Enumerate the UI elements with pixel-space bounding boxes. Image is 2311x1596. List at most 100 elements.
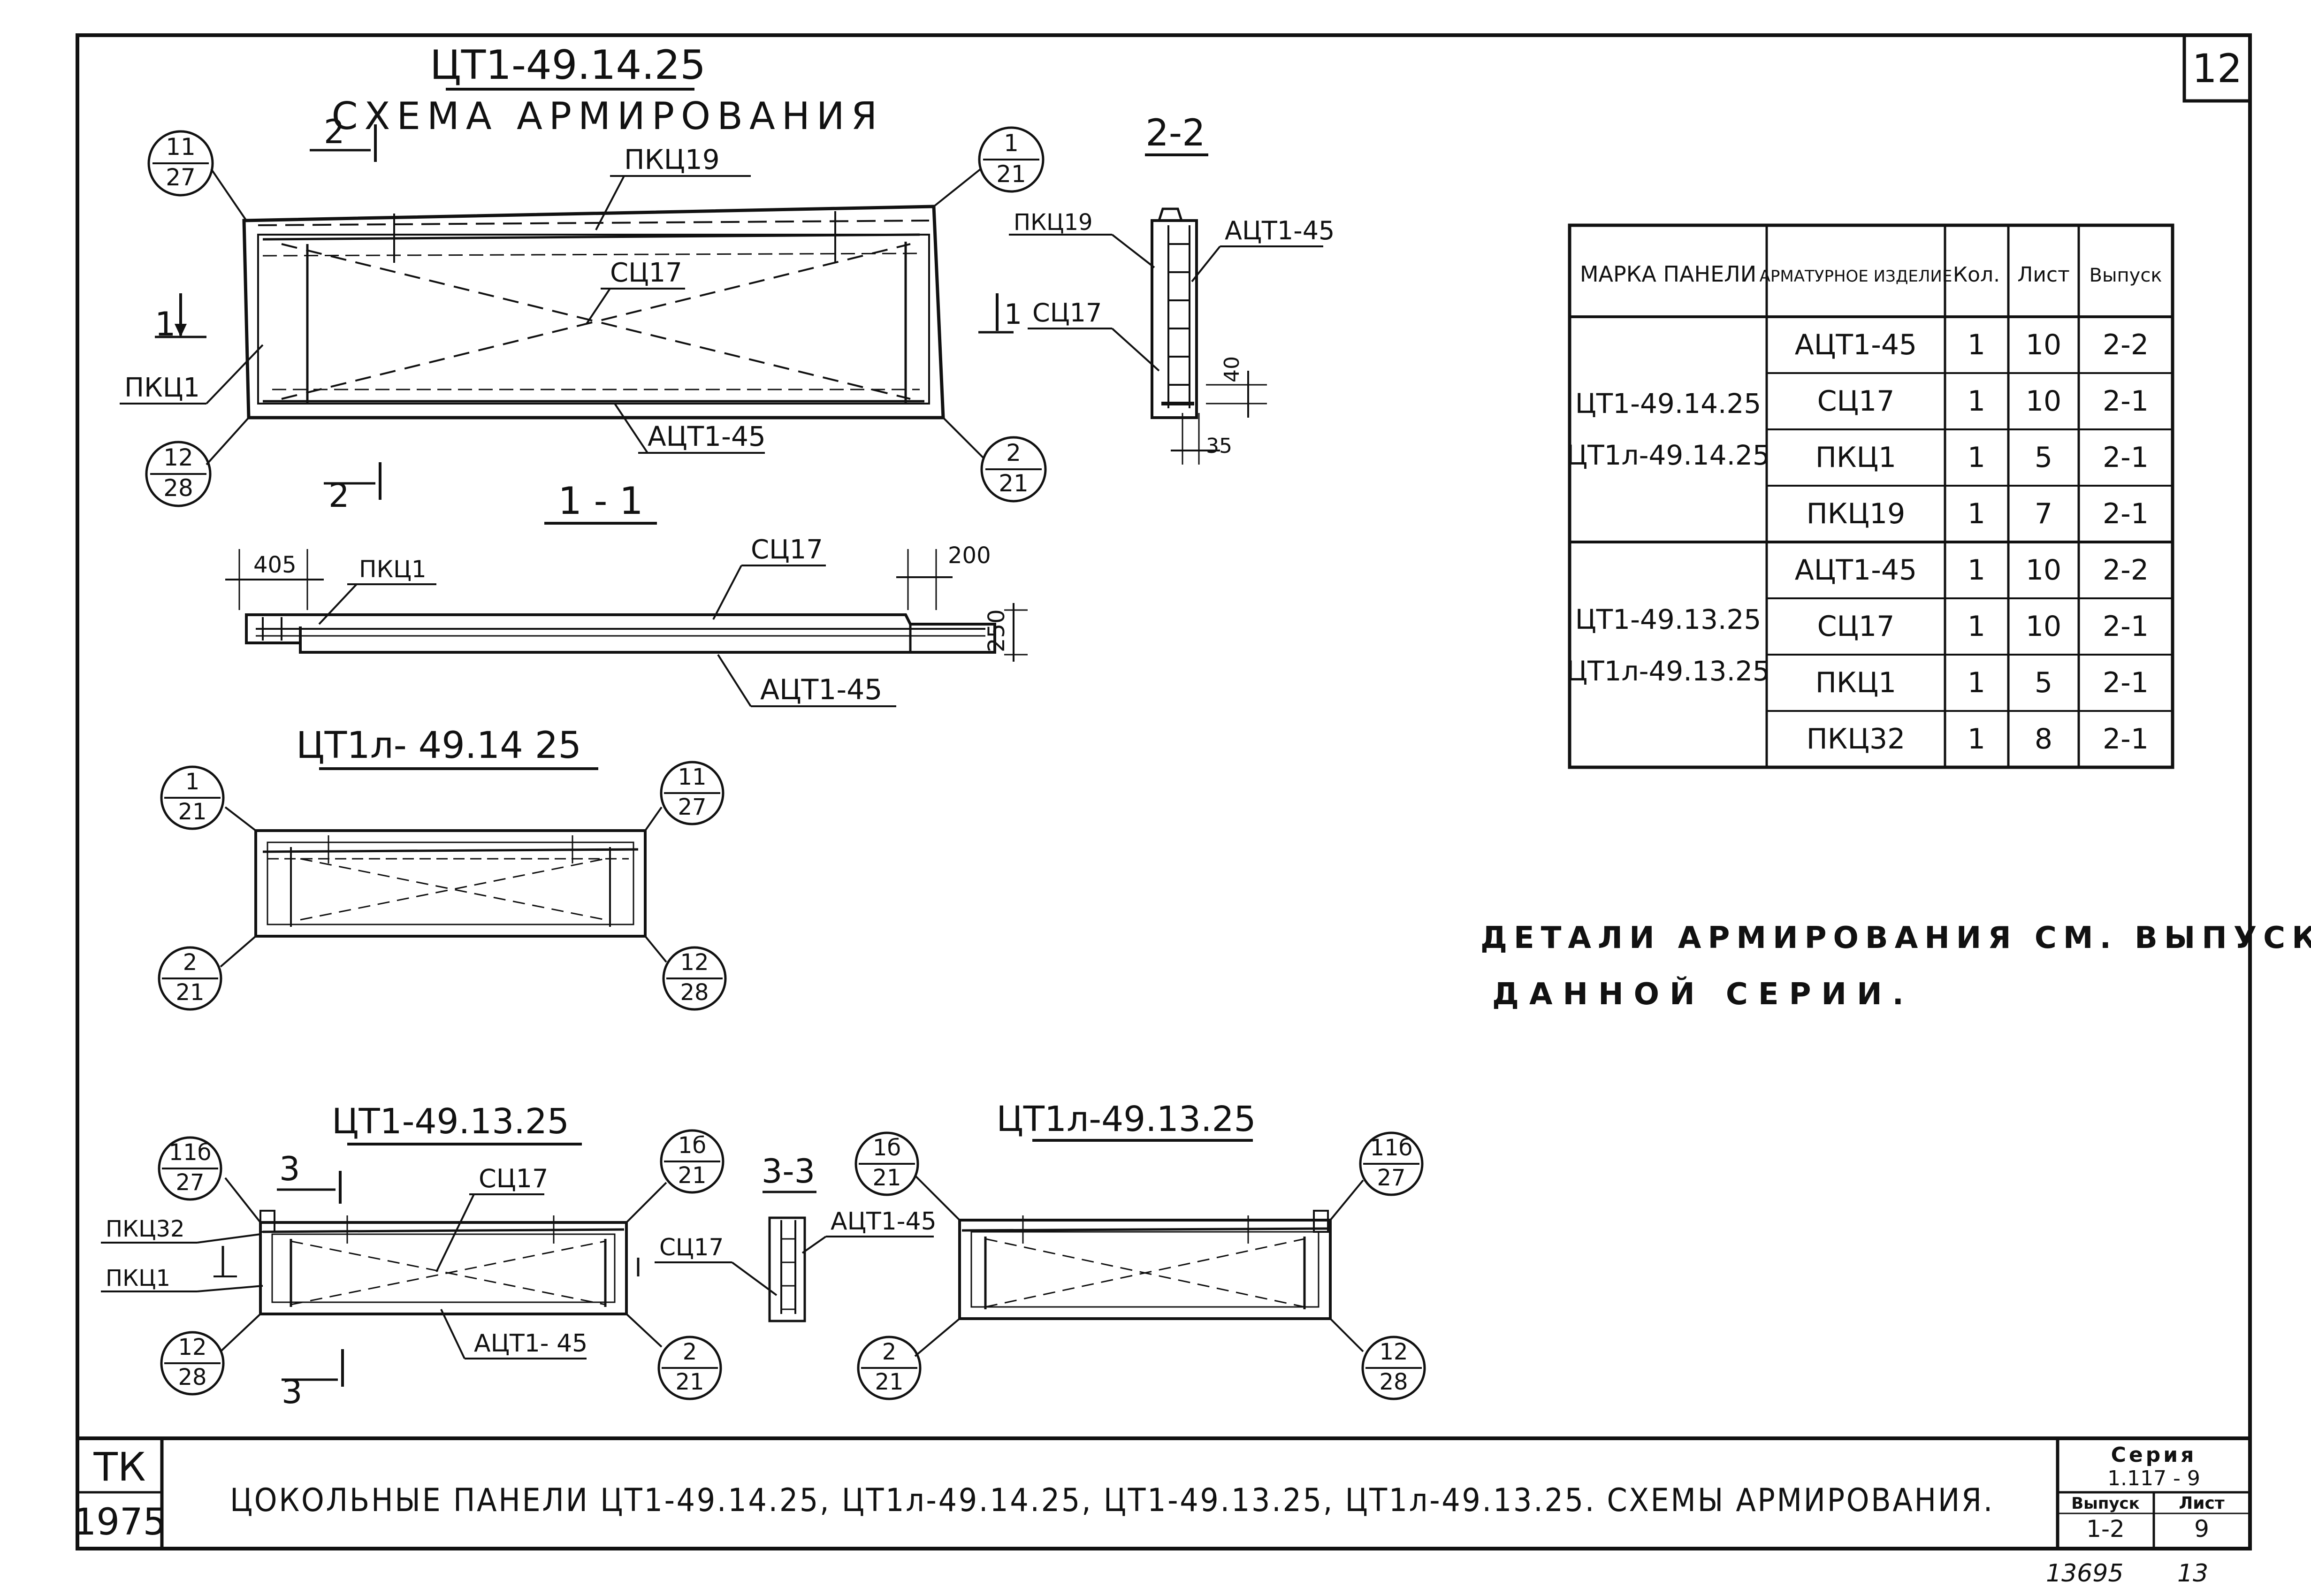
main-section-mark-1-right: 1 [1004, 298, 1022, 331]
main-section-mark-2-bottom: 2 [328, 476, 350, 515]
note-line-1: ДЕТАЛИ АРМИРОВАНИЯ СМ. ВЫПУСК 0-1 [1480, 921, 2311, 955]
svg-text:21: 21 [678, 1162, 706, 1189]
main-view-title: ЦТ1-49.14.25 [430, 42, 706, 89]
main-view: ЦТ1-49.14.25 СХЕМА АРМИРОВАНИЯ ПКЦ19 СЦ1… [120, 42, 1047, 515]
series-value: 1.117 - 9 [2107, 1466, 2200, 1490]
reinforcement-table: МАРКА ПАНЕЛИ АРМАТУРНОЕ ИЗДЕЛИЕ Кол. Лис… [1566, 223, 2174, 769]
main-callout-tr: 1 21 [933, 126, 1045, 207]
table-cell: 8 [2035, 723, 2052, 756]
table-cell: 7 [2035, 497, 2052, 530]
table-cell: 1 [1968, 723, 1985, 756]
table-group2-mark2: ЦТ1л-49.13.25 [1566, 655, 1770, 687]
issue-label: Выпуск [2071, 1494, 2140, 1513]
svg-text:28: 28 [680, 979, 709, 1006]
table-header-issue: Выпуск [2090, 265, 2162, 286]
main-label-pkc19: ПКЦ19 [624, 144, 720, 176]
section-1-1-dim-200: 200 [948, 542, 991, 569]
sheet-label: Лист [2179, 1494, 2224, 1513]
svg-text:12: 12 [1379, 1339, 1408, 1365]
view-13-label-sc17: СЦ17 [479, 1164, 548, 1193]
table-cell: 10 [2026, 610, 2061, 643]
main-section-mark-2-top: 2 [324, 113, 345, 151]
table-cell: 1 [1968, 666, 1985, 699]
drawing-title: ЦОКОЛЬНЫЕ ПАНЕЛИ ЦТ1-49.14.25, ЦТ1л-49.1… [230, 1482, 1994, 1519]
svg-text:2: 2 [882, 1339, 897, 1365]
table-cell: СЦ17 [1817, 385, 1895, 418]
svg-text:21: 21 [178, 799, 206, 825]
table-cell: 10 [2026, 328, 2061, 361]
svg-text:21: 21 [999, 470, 1029, 497]
series-label: Серия [2111, 1443, 2197, 1467]
view-13-label-pkc32: ПКЦ32 [106, 1216, 185, 1242]
svg-text:12: 12 [680, 949, 709, 976]
table-group2-mark1: ЦТ1-49.13.25 [1575, 603, 1762, 635]
footer-page: 13 [2177, 1559, 2208, 1588]
table-cell: 1 [1968, 328, 1985, 361]
svg-text:1б: 1б [678, 1132, 706, 1159]
issue-value: 1-2 [2086, 1515, 2125, 1543]
table-cell: 1 [1968, 497, 1985, 530]
main-callout-br: 2 21 [942, 417, 1047, 503]
svg-text:2: 2 [683, 1339, 697, 1365]
svg-text:1б: 1б [873, 1135, 901, 1161]
section-1-1-dim-250: 250 [984, 609, 1010, 652]
view-1l-13: ЦТ1л-49.13.25 1б 21 11б 27 [854, 1099, 1426, 1400]
svg-text:1: 1 [185, 769, 200, 795]
section-2-2-title: 2-2 [1145, 112, 1205, 154]
svg-text:28: 28 [178, 1364, 206, 1390]
main-view-subtitle: СХЕМА АРМИРОВАНИЯ [332, 94, 884, 138]
sheet-frame [76, 33, 2252, 1550]
table-cell: СЦ17 [1817, 610, 1895, 643]
view-1l-14-callout-tl: 1 21 [160, 765, 257, 832]
table-cell: 2-2 [2103, 328, 2149, 361]
svg-text:11б: 11б [169, 1139, 212, 1166]
svg-text:11б: 11б [1370, 1135, 1413, 1161]
table-cell: 2-1 [2103, 723, 2149, 756]
note-line-2: ДАННОЙ СЕРИИ. [1492, 976, 1914, 1012]
view-1l-14: ЦТ1л- 49.14 25 1 21 11 27 [158, 725, 727, 1011]
section-3-3-label-sc17: СЦ17 [659, 1234, 724, 1261]
view-13-callout-tr: 1б 21 [625, 1129, 725, 1223]
table-cell: ПКЦ1 [1815, 441, 1896, 474]
section-1-1-label-sc17: СЦ17 [751, 535, 823, 565]
table-cell: 10 [2026, 385, 2061, 418]
section-3-3-title: 3-3 [762, 1152, 815, 1191]
view-13: ЦТ1-49.13.25 СЦ17 ПКЦ32 ПКЦ1 АЦТ1- 45 3 … [101, 1101, 725, 1411]
view-13-section-mark-bottom: 3 [282, 1373, 303, 1411]
view-13-callout-br: 2 21 [625, 1313, 722, 1400]
svg-text:21: 21 [875, 1369, 903, 1395]
org-bottom: 1975 [73, 1501, 167, 1543]
table-cell: 2-1 [2103, 497, 2149, 530]
svg-text:1: 1 [1004, 130, 1019, 157]
section-2-2-dim-35: 35 [1206, 434, 1232, 458]
table-cell: 10 [2026, 554, 2061, 587]
table-cell: 5 [2035, 441, 2052, 474]
section-3-3-label-act: АЦТ1-45 [831, 1207, 937, 1236]
section-1-1-label-act: АЦТ1-45 [760, 673, 882, 706]
main-callout-tl: 11 27 [147, 130, 247, 221]
section-1-1-title: 1 - 1 [558, 479, 643, 523]
svg-text:27: 27 [166, 164, 196, 191]
main-panel-inner [257, 234, 930, 405]
table-cell: ПКЦ32 [1807, 723, 1906, 756]
table-cell: АЦТ1-45 [1795, 554, 1917, 587]
svg-text:27: 27 [175, 1169, 204, 1196]
org-top: ТК [93, 1444, 146, 1490]
table-cell: 2-1 [2103, 385, 2149, 418]
svg-text:11: 11 [678, 764, 706, 790]
svg-text:21: 21 [675, 1369, 704, 1395]
svg-text:11: 11 [166, 133, 196, 160]
table-header-sheet: Лист [2017, 263, 2070, 287]
svg-text:27: 27 [1377, 1165, 1405, 1191]
table-cell: 2-1 [2103, 610, 2149, 643]
table-group1-mark1: ЦТ1-49.14.25 [1575, 388, 1762, 420]
svg-text:2: 2 [183, 949, 198, 976]
view-1l-13-callout-tr: 11б 27 [1329, 1131, 1424, 1221]
table-header-item: АРМАТУРНОЕ ИЗДЕЛИЕ [1760, 267, 1953, 286]
section-1-1-label-pkc1: ПКЦ1 [359, 556, 427, 583]
sheet-number: 12 [2192, 46, 2242, 92]
view-1l-14-callout-br: 12 28 [644, 935, 727, 1011]
section-2-2-label-pkc19: ПКЦ19 [1014, 209, 1093, 236]
section-1-1-dim-405: 405 [253, 552, 297, 578]
